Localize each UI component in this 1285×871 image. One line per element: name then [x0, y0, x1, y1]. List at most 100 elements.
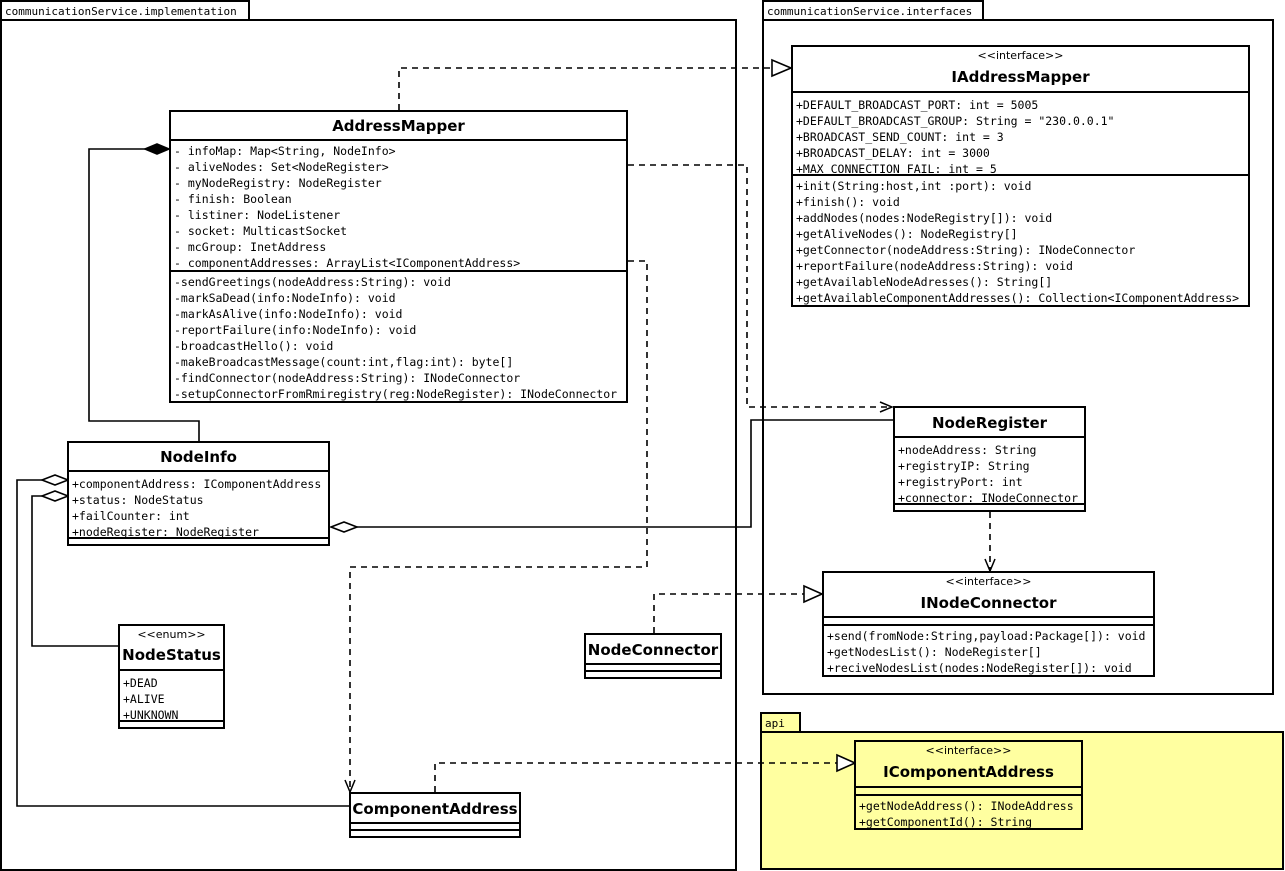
attribute: - finish: Boolean	[174, 192, 292, 206]
interface-iaddress-mapper[interactable]: <<interface>> IAddressMapper +DEFAULT_BR…	[791, 45, 1250, 307]
attribute: - listiner: NodeListener	[174, 208, 341, 222]
attributes-section: +DEFAULT_BROADCAST_PORT: int = 5005 +DEF…	[793, 93, 1248, 176]
package-interfaces	[762, 19, 1274, 695]
aggregation-nodeinfo-componentaddress	[16, 479, 349, 807]
package-implementation	[0, 19, 737, 871]
operation: +getAvailableComponentAddresses(): Colle…	[796, 291, 1240, 305]
attributes-section	[824, 618, 1153, 626]
constant: +DEFAULT_BROADCAST_GROUP: String = "230.…	[796, 114, 1115, 128]
attributes-section: +nodeAddress: String +registryIP: String…	[895, 438, 1084, 505]
attribute: +registryPort: int	[898, 475, 1023, 489]
composition-diamond	[142, 143, 172, 155]
attributes-section: +DEAD +ALIVE +UNKNOWN	[120, 671, 223, 722]
class-name: NodeConnector	[587, 641, 719, 659]
operations-section: +init(String:host,int :port): void +fini…	[793, 176, 1248, 306]
operation: +reportFailure(nodeAddress:String): void	[796, 259, 1073, 273]
stereotype: <<interface>>	[977, 49, 1064, 62]
attribute: +componentAddress: IComponentAddress	[72, 477, 322, 491]
interface-name: IComponentAddress	[883, 763, 1054, 781]
aggregation-diamond-noderegister	[328, 521, 360, 533]
constant: +BROADCAST_DELAY: int = 3000	[796, 146, 990, 160]
operation: -broadcastHello(): void	[174, 339, 334, 353]
aggregation-nodeinfo-nodestatus	[31, 495, 119, 647]
operations-section	[69, 539, 328, 541]
class-name: NodeRegister	[931, 414, 1048, 432]
operation: +finish(): void	[796, 195, 900, 209]
operation: +getNodeAddress(): INodeAddress	[859, 799, 1074, 813]
operations-section	[120, 722, 223, 724]
operation: +getAliveNodes(): NodeRegistry[]	[796, 227, 1018, 241]
realization-nodeconnector-inodeconnector	[653, 593, 804, 633]
dependency-addressmapper-noderegister	[628, 164, 892, 407]
operation: +getComponentId(): String	[859, 815, 1033, 829]
constant: +DEFAULT_BROADCAST_PORT: int = 5005	[796, 98, 1039, 112]
enum-literal: +DEAD	[123, 676, 158, 690]
class-address-mapper[interactable]: AddressMapper - infoMap: Map<String, Nod…	[169, 110, 628, 403]
stereotype: <<interface>>	[945, 575, 1032, 588]
aggregation-diamond-nodestatus	[39, 490, 71, 502]
composition-addressmapper-nodeinfo	[88, 148, 200, 441]
operations-section: +getNodeAddress(): INodeAddress +getComp…	[856, 796, 1081, 830]
interface-name: INodeConnector	[920, 594, 1057, 612]
aggregation-diamond-componentaddress	[39, 474, 71, 486]
operation: +getAvailableNodeAdresses(): String[]	[796, 275, 1053, 289]
enum-literal: +ALIVE	[123, 692, 165, 706]
operation: +getConnector(nodeAddress:String): INode…	[796, 243, 1136, 257]
attribute: +nodeAddress: String	[898, 443, 1037, 457]
operation: +reciveNodesList(nodes:NodeRegister[]): …	[827, 661, 1132, 675]
constant: +BROADCAST_SEND_COUNT: int = 3	[796, 130, 1004, 144]
realization-componentaddress-icomponentaddress	[434, 762, 837, 792]
interface-name: IAddressMapper	[951, 68, 1090, 86]
operation: -findConnector(nodeAddress:String): INod…	[174, 371, 521, 385]
class-name: AddressMapper	[332, 117, 465, 135]
operation: +init(String:host,int :port): void	[796, 179, 1032, 193]
class-name: NodeStatus	[122, 646, 221, 664]
operation: -markSaDead(info:NodeInfo): void	[174, 291, 396, 305]
attributes-section	[856, 788, 1081, 796]
attribute: - myNodeRegistry: NodeRegister	[174, 176, 382, 190]
class-node-register[interactable]: NodeRegister +nodeAddress: String +regis…	[893, 406, 1086, 512]
stereotype: <<enum>>	[137, 628, 206, 641]
attributes-section	[586, 665, 720, 672]
operations-section: +send(fromNode:String,payload:Package[])…	[824, 626, 1153, 676]
class-node-connector[interactable]: NodeConnector	[584, 633, 722, 679]
realization-arrowhead-inodeconnector	[803, 584, 824, 604]
interface-inode-connector[interactable]: <<interface>> INodeConnector +send(fromN…	[822, 571, 1155, 677]
package-tab-api: api	[760, 712, 801, 733]
attribute: +connector: INodeConnector	[898, 491, 1079, 505]
interface-icomponent-address[interactable]: <<interface>> IComponentAddress +getNode…	[854, 740, 1083, 830]
attribute: +registryIP: String	[898, 459, 1030, 473]
attribute: - aliveNodes: Set<NodeRegister>	[174, 160, 389, 174]
attributes-section: - infoMap: Map<String, NodeInfo> - alive…	[171, 141, 626, 272]
operation: -reportFailure(info:NodeInfo): void	[174, 323, 417, 337]
class-node-status[interactable]: <<enum>> NodeStatus +DEAD +ALIVE +UNKNOW…	[118, 624, 225, 729]
operation: +addNodes(nodes:NodeRegistry[]): void	[796, 211, 1053, 225]
operation: -markAsAlive(info:NodeInfo): void	[174, 307, 403, 321]
operations-section	[895, 505, 1084, 507]
realization-addressmapper-iaddressmapper	[398, 67, 772, 110]
operation: +send(fromNode:String,payload:Package[])…	[827, 629, 1146, 643]
attribute: - infoMap: Map<String, NodeInfo>	[174, 144, 396, 158]
operations-section: -sendGreetings(nodeAddress:String): void…	[171, 272, 626, 402]
attributes-section: +componentAddress: IComponentAddress +st…	[69, 472, 328, 539]
attribute: +nodeRegister: NodeRegister	[72, 525, 259, 539]
realization-arrowhead-iaddressmapper	[771, 58, 794, 78]
operation: -sendGreetings(nodeAddress:String): void	[174, 275, 451, 289]
attribute: - componentAddresses: ArrayList<ICompone…	[174, 256, 521, 270]
operation: +getNodesList(): NodeRegister[]	[827, 645, 1042, 659]
stereotype: <<interface>>	[925, 744, 1012, 757]
realization-arrowhead-icomponentaddress	[836, 753, 857, 773]
attribute: +status: NodeStatus	[72, 493, 204, 507]
class-node-info[interactable]: NodeInfo +componentAddress: IComponentAd…	[67, 441, 330, 546]
operation: -setupConnectorFromRmiregistry(reg:NodeR…	[174, 387, 618, 401]
package-tab-interfaces: communicationService.interfaces	[762, 0, 984, 21]
package-tab-implementation: communicationService.implementation	[0, 0, 250, 21]
operation: -makeBroadcastMessage(count:int,flag:int…	[174, 355, 514, 369]
attribute: - mcGroup: InetAddress	[174, 240, 327, 254]
class-name: ComponentAddress	[352, 800, 518, 818]
class-name: NodeInfo	[160, 448, 237, 466]
class-component-address[interactable]: ComponentAddress	[349, 792, 521, 838]
constant: +MAX_CONNECTION_FAIL: int = 5	[796, 162, 997, 176]
